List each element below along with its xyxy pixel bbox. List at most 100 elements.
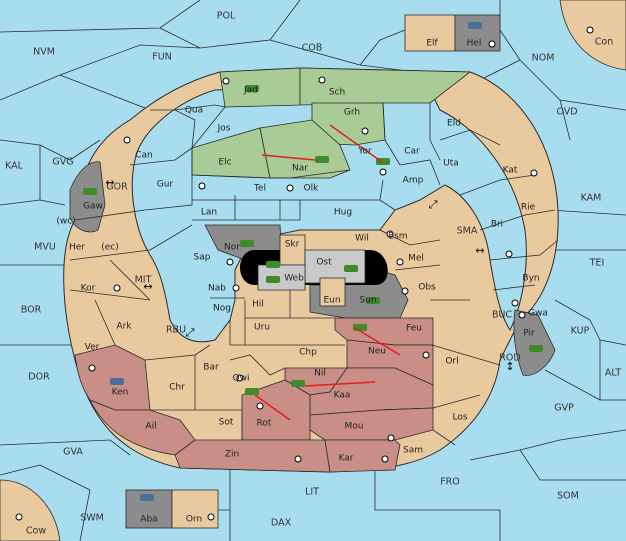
land-borders [69,102,559,446]
unit-web-army [266,276,280,283]
territory-ken[interactable] [74,344,151,411]
land-label-web: Web [284,274,304,284]
unit-jad-army [245,85,259,92]
territory-elf[interactable] [404,14,456,52]
territory-kar[interactable] [324,439,401,473]
sea-label-bor: BOR [21,305,42,316]
land-label-her-ec: (ec) [101,243,119,253]
land-label-pir: Pir [523,329,535,339]
land-labels: Jad Sch Qua Jos Grh Eld Can Yor Car Uta … [56,39,548,525]
supply-center-gwa [518,311,526,319]
supply-center-kar [381,455,389,463]
supply-center-orn [207,513,215,521]
territory-sch[interactable] [299,67,472,106]
supply-center-sam [387,434,395,442]
passage-gor: ↔ [105,176,114,189]
land-label-kar: Kar [339,454,354,464]
unit-ken-fleet [110,378,124,385]
passage-markers: ↔ ↔ ⤢ ⤢ ↔ ↕ [105,176,514,373]
land-label-hel: Hel [467,39,482,49]
supply-center-yor [379,168,387,176]
order-arrow-kaa-nil [304,381,376,387]
territory-mou[interactable] [309,407,434,441]
sea-label-tei: TEI [589,258,605,269]
supply-center-wil [386,230,394,238]
sea-label-gvg: GVG [52,157,73,168]
land-label-nar: Nar [292,164,308,174]
units [83,22,543,501]
sea-label-gor: GOR [106,182,128,193]
land-label-elc: Elc [218,158,231,168]
land-label-nor: Nor [224,243,240,253]
sea-label-gva: GVA [63,447,83,458]
supply-center-hel [488,40,496,48]
sea-label-pol: POL [217,11,236,22]
land-label-elf: Elf [426,39,438,49]
territory-ail[interactable] [89,399,196,456]
supply-center-kor [113,284,121,292]
supply-center-nab [232,284,240,292]
land-label-uta: Uta [443,159,459,169]
order-arrow-elc-nar [261,154,316,161]
land-label-mou: Mou [345,422,364,432]
order-arrow-neu-feu [354,327,401,356]
unit-ost-army [344,265,358,272]
sea-label-cow: Cow [26,526,46,537]
sea-label-cob: COB [302,43,323,54]
land-label-los: Los [452,413,467,423]
supply-center-rot [256,402,264,410]
land-label-mel: Mel [408,254,424,264]
sea-label-ovd: OVD [556,107,577,118]
unit-skr-army [266,261,280,268]
land-label-car: Car [404,147,420,157]
land-label-neu: Neu [368,347,386,357]
territory-zin[interactable] [174,439,331,473]
supply-center-obs [401,287,409,295]
supply-center-can [123,136,131,144]
unit-rot-army [245,388,259,395]
order-arrows [254,124,401,421]
land-label-tel: Tel [253,184,266,194]
sea-label-fun: FUN [152,52,172,63]
sea-label-buc: BUC [492,310,512,321]
sea-label-fro: FRO [440,477,460,488]
land-label-rot: Rot [257,419,272,429]
territory-jad[interactable] [219,67,301,108]
land-label-olk: Olk [304,184,320,194]
sea-labels: POL NVM FUN COB NOM Con OVD KAL GVG KAM … [5,11,621,537]
sea-label-nom: NOM [532,53,555,64]
passage-sma: ⤢ [429,198,438,211]
land-label-orn: Orn [186,515,202,525]
land-label-grh: Grh [344,108,360,118]
supply-center-grh [361,127,369,135]
supply-center-qwi [236,374,244,382]
land-label-bri: Bri [491,220,503,230]
sea-label-som: SOM [557,491,579,502]
land-label-sch: Sch [329,88,345,98]
territory-web[interactable] [257,264,306,291]
land-label-kat: Kat [503,166,518,176]
sea-label-mvu: MVU [34,242,56,253]
supply-center-cow [15,513,23,521]
territory-gaw[interactable] [69,161,106,233]
land-label-uru: Uru [254,323,270,333]
territory-orn[interactable] [171,489,219,529]
land-label-rie: Rie [521,203,536,213]
sea-label-dax: DAX [271,518,292,529]
sea-label-swm: SWM [80,513,104,524]
sea-label-kam: KAM [581,193,602,204]
supply-center-tel [286,184,294,192]
sea-label-lit: LIT [305,487,319,498]
supply-center-byn [505,250,513,258]
sea-label-con: Con [595,37,613,48]
supply-center-con [586,26,594,34]
territory-eun[interactable] [319,277,346,307]
land-label-eld: Eld [447,119,461,129]
land-label-skr: Skr [285,240,300,250]
territory-pir[interactable] [513,309,556,376]
passage-rod: ↕ [505,360,514,373]
sea-label-gvp: GVP [554,403,574,414]
land-label-feu: Feu [406,324,422,334]
